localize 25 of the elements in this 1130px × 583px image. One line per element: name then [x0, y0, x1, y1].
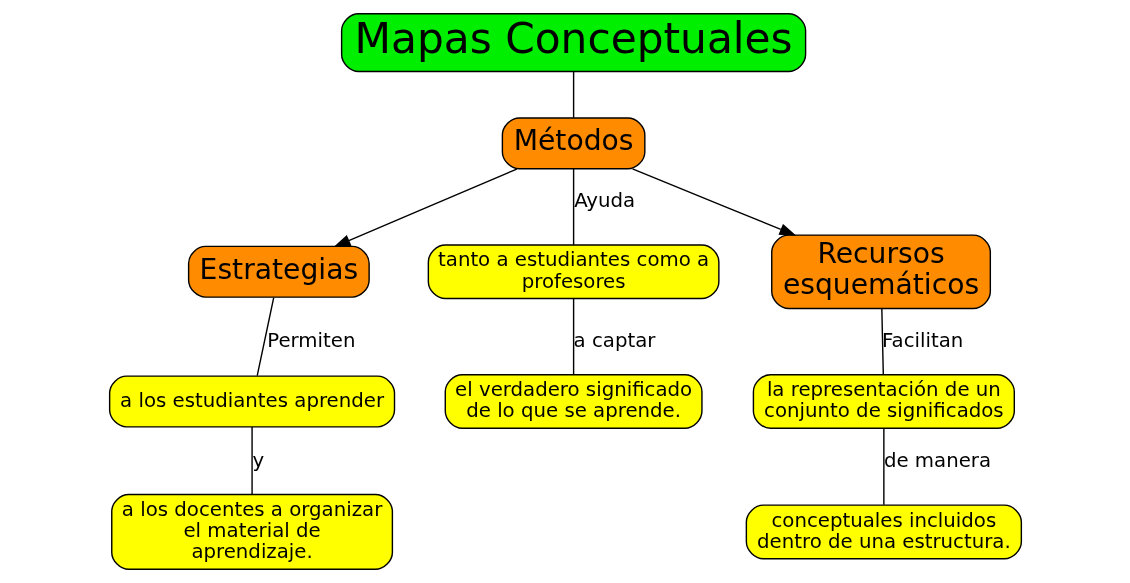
connector	[572, 168, 574, 246]
edge-label: Permiten	[266, 328, 355, 352]
node-box: Estrategias	[187, 245, 370, 298]
node-box: tanto a estudiantes como a profesores	[427, 244, 720, 300]
edge-label: de manera	[883, 448, 991, 472]
node-box: Métodos	[501, 117, 646, 170]
arrow	[631, 168, 796, 236]
node-box: a los docentes a organizar el material de aprendizaje.	[110, 493, 393, 571]
node-box: a los estudiantes aprender	[108, 375, 395, 428]
edge-label: y	[252, 448, 264, 472]
connector	[572, 298, 574, 376]
connector	[256, 296, 274, 377]
edge-label: Facilitan	[881, 328, 963, 352]
node-box: Mapas Conceptuales	[340, 12, 806, 73]
node-box: Recursos esquemáticos	[770, 234, 991, 310]
connector	[882, 428, 885, 506]
node-box: la representación de un conjunto de significados	[752, 374, 1015, 429]
connector	[250, 426, 253, 496]
edge-label: Ayuda	[573, 189, 635, 213]
node-box: el verdadero significado de lo que se aprende.	[444, 374, 703, 429]
connector	[880, 307, 884, 376]
node-box: conceptuales incluidos dentro de una estructura.	[745, 504, 1022, 560]
arrow	[333, 168, 517, 248]
connector	[572, 71, 574, 119]
edge-label: a captar	[573, 328, 655, 352]
